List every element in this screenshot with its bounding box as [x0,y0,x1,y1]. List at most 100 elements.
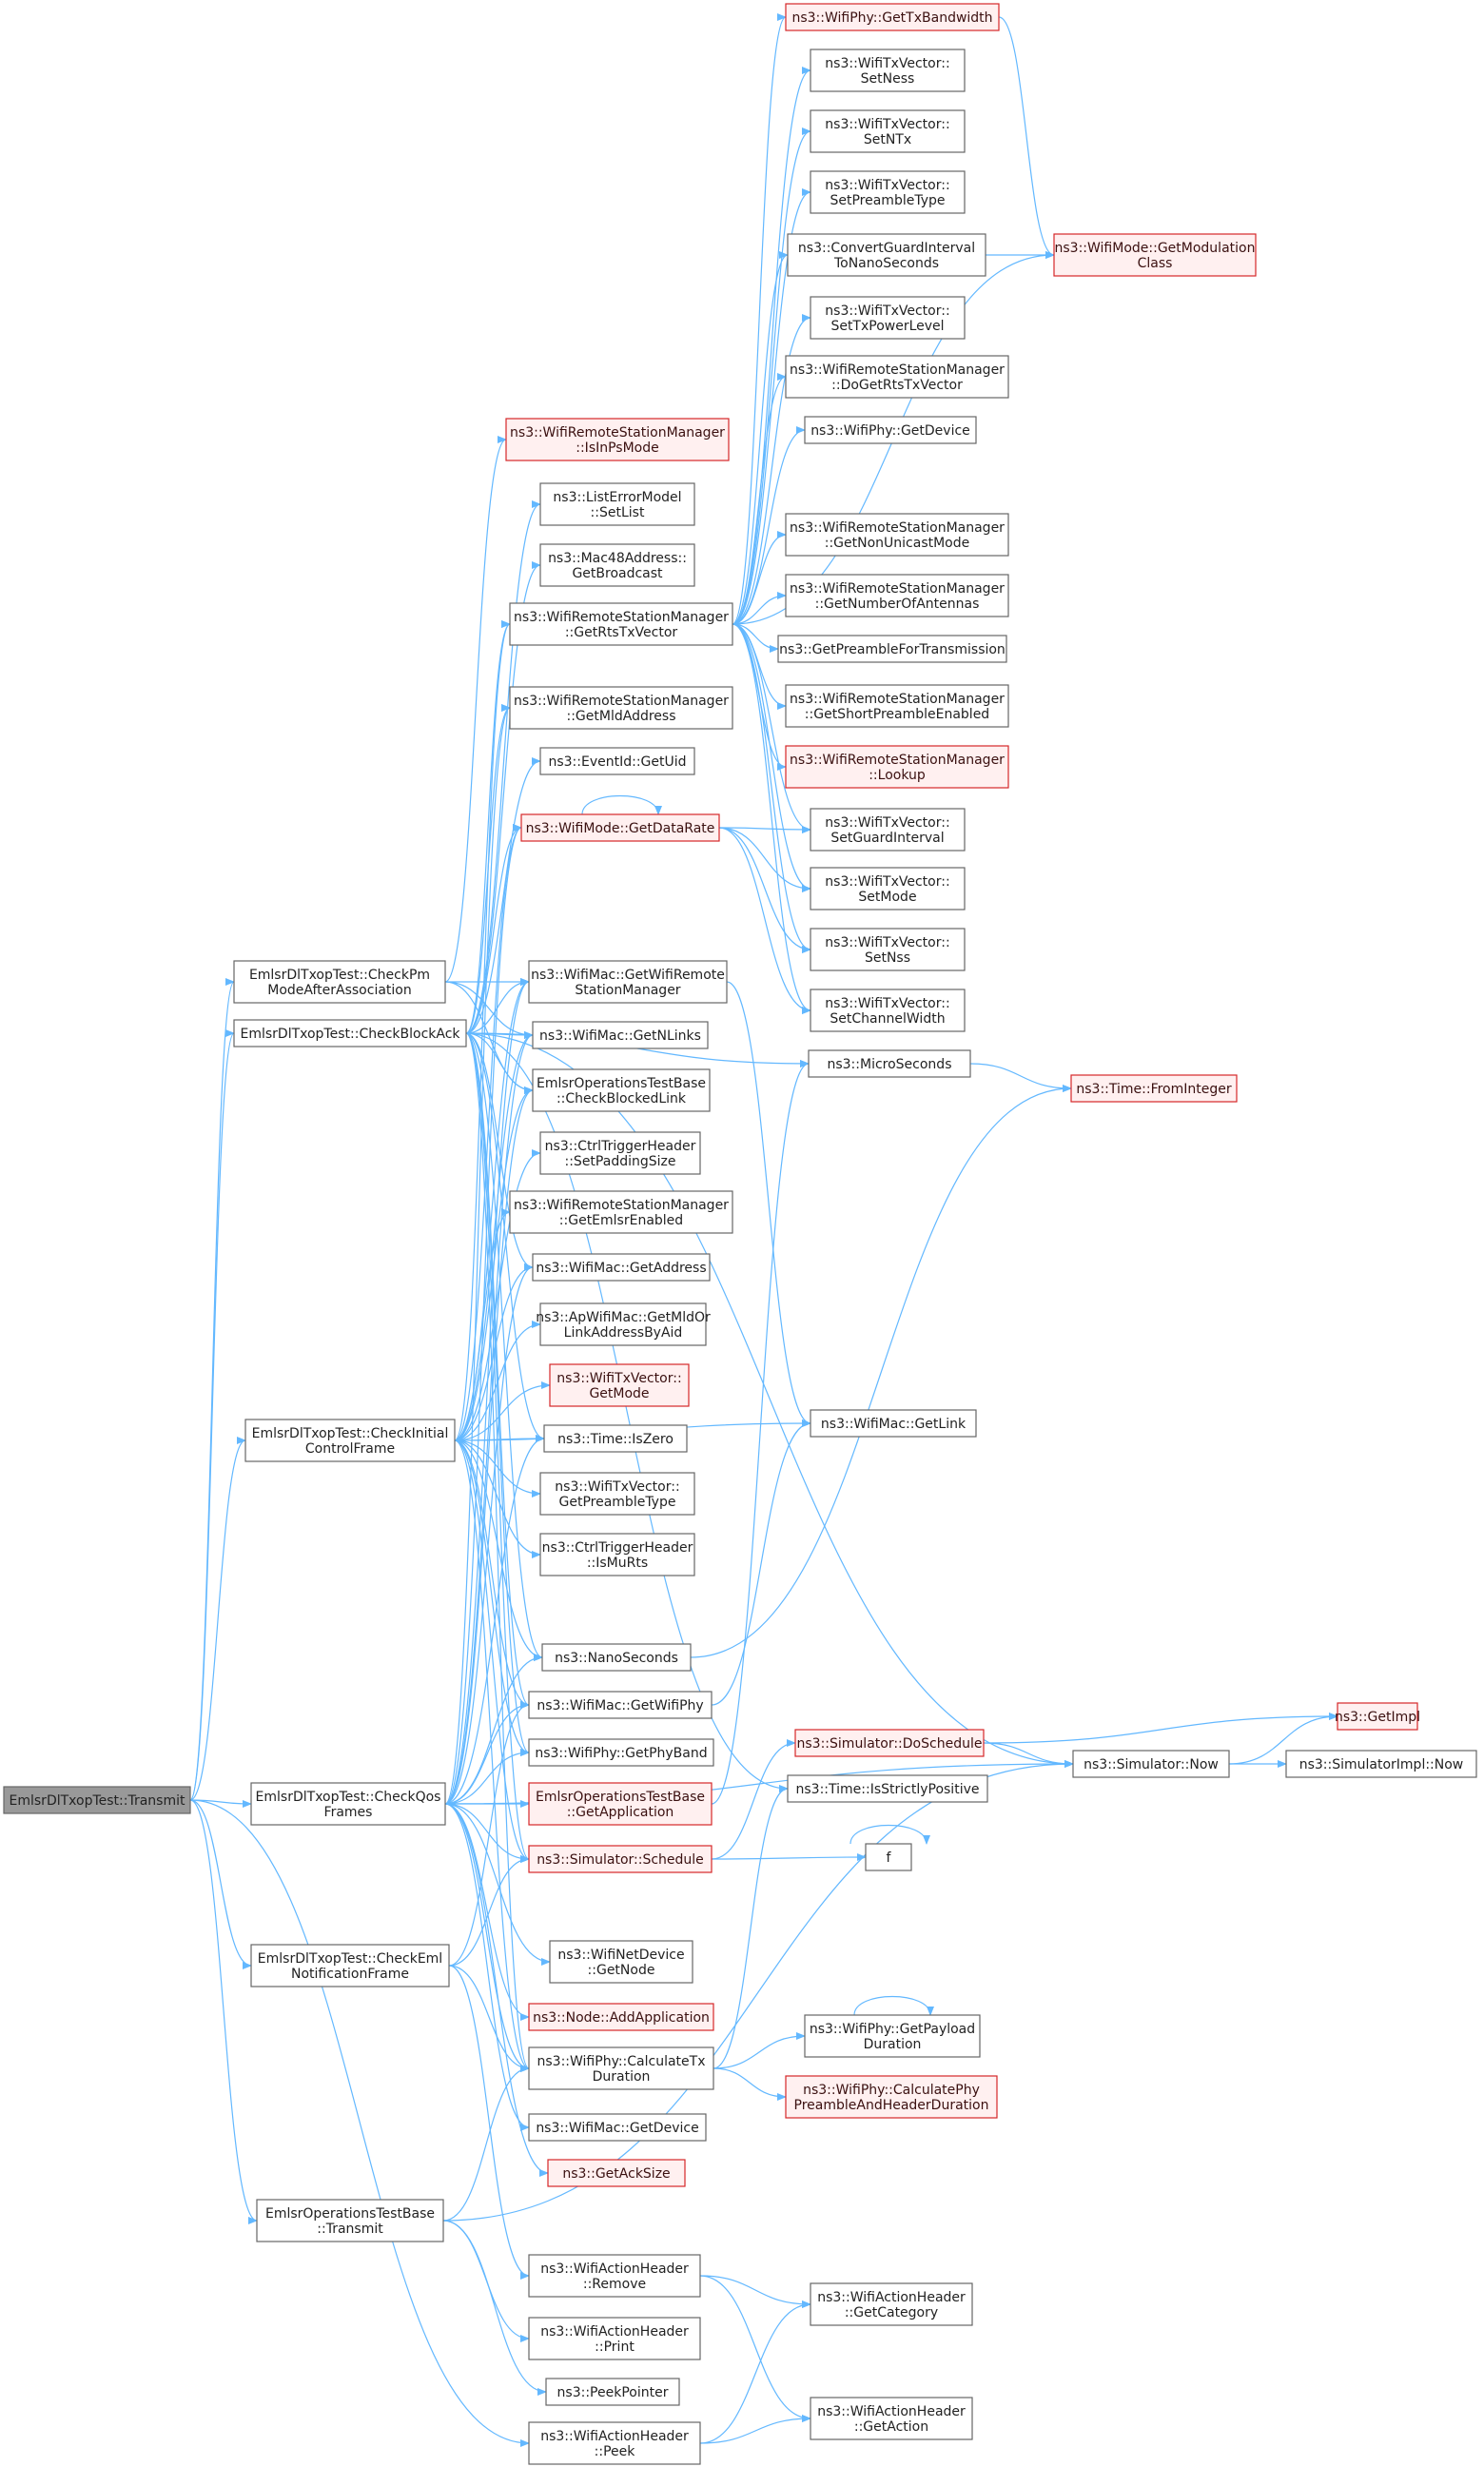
node-getApp[interactable]: EmlsrOperationsTestBase::GetApplication [528,1782,713,1826]
node-box [1337,1702,1418,1731]
node-label: ::GetMldAddress [567,709,676,724]
node-actPeek[interactable]: ns3::WifiActionHeader::Peek [528,2421,701,2465]
call-edge-checkQos-to-ackSize [444,1803,549,2177]
node-getMld[interactable]: ns3::WifiRemoteStationManager::GetMldAdd… [509,686,733,730]
node-label: ns3::Time::IsZero [557,1432,674,1447]
node-box [528,1691,713,1719]
node-nonUni[interactable]: ns3::WifiRemoteStationManager::GetNonUni… [785,513,1009,557]
node-numAnt[interactable]: ns3::WifiRemoteStationManager::GetNumber… [785,574,1009,617]
call-edge-root-to-actPeek [189,1799,530,2447]
node-checkInit[interactable]: EmlsrDlTxopTest::CheckInitialControlFram… [244,1419,456,1462]
node-preType[interactable]: ns3::WifiTxVector::GetPreambleType [539,1472,695,1516]
call-edge-checkBA-to-uid [465,757,541,1034]
node-getCat[interactable]: ns3::WifiActionHeader::GetCategory [810,2282,973,2326]
node-getNode[interactable]: ns3::WifiNetDevice::GetNode [549,1940,693,1984]
node-f[interactable]: f [865,1843,912,1871]
node-label: ::GetNode [588,1963,655,1978]
node-label: ns3::WifiTxVector:: [825,56,949,71]
node-getWRSM[interactable]: ns3::WifiMac::GetWifiRemoteStationManage… [528,960,728,1004]
call-edge-checkQos-to-macDev [444,1803,530,2131]
node-label: ns3::ListErrorModel [553,490,681,505]
node-label: ns3::WifiPhy::GetTxBandwidth [791,10,992,26]
node-setPow[interactable]: ns3::WifiTxVector::SetTxPowerLevel [810,296,966,340]
node-checkEml[interactable]: EmlsrDlTxopTest::CheckEmlNotificationFra… [250,1944,450,1987]
node-peekPtr[interactable]: ns3::PeekPointer [545,2378,680,2406]
node-now[interactable]: ns3::Simulator::Now [1072,1750,1230,1778]
node-isZero[interactable]: ns3::Time::IsZero [543,1424,688,1453]
node-box [810,808,966,852]
node-setMode[interactable]: ns3::WifiTxVector::SetMode [810,867,966,910]
node-micro[interactable]: ns3::MicroSeconds [808,1049,971,1078]
node-isInPs[interactable]: ns3::WifiRemoteStationManager::IsInPsMod… [505,418,730,461]
node-implNow[interactable]: ns3::SimulatorImpl::Now [1285,1750,1477,1778]
node-label: ToNanoSeconds [833,256,939,271]
node-actPrint[interactable]: ns3::WifiActionHeader::Print [528,2317,701,2360]
node-baseTx[interactable]: EmlsrOperationsTestBase::Transmit [256,2199,444,2242]
call-edge-getRts-to-nonUni [732,531,787,625]
call-edge-root-to-checkBA [189,1029,235,1801]
node-getLink[interactable]: ns3::WifiMac::GetLink [810,1409,977,1438]
node-fromInt[interactable]: ns3::Time::FromInteger [1070,1074,1238,1103]
node-emlsrEn[interactable]: ns3::WifiRemoteStationManager::GetEmlsrE… [509,1190,733,1234]
node-phyDev[interactable]: ns3::WifiPhy::GetDevice [804,416,977,444]
node-macDev[interactable]: ns3::WifiMac::GetDevice [528,2113,707,2142]
node-doRts[interactable]: ns3::WifiRemoteStationManager::DoGetRtsT… [785,355,1009,399]
node-txBw[interactable]: ns3::WifiPhy::GetTxBandwidth [785,3,1000,31]
node-getAct[interactable]: ns3::WifiActionHeader::GetAction [810,2397,973,2440]
node-phyPre[interactable]: ns3::WifiPhy::CalculatePhyPreambleAndHea… [785,2075,998,2119]
node-padding[interactable]: ns3::CtrlTriggerHeader::SetPaddingSize [539,1131,701,1175]
node-setList[interactable]: ns3::ListErrorModel::SetList [539,482,695,526]
node-uid[interactable]: ns3::EventId::GetUid [539,747,695,775]
node-ackSize[interactable]: ns3::GetAckSize [547,2159,686,2187]
node-bcast[interactable]: ns3::Mac48Address::GetBroadcast [539,543,695,587]
node-checkPm[interactable]: EmlsrDlTxopTest::CheckPmModeAfterAssocia… [233,960,446,1004]
call-edge-checkBA-to-getRts [465,620,511,1034]
node-label: ::Print [595,2340,635,2355]
node-box [810,2397,973,2440]
node-getAddr[interactable]: ns3::WifiMac::GetAddress [532,1253,711,1282]
node-isMuRts[interactable]: ns3::CtrlTriggerHeader::IsMuRts [539,1533,695,1576]
node-addApp[interactable]: ns3::Node::AddApplication [528,2003,714,2031]
node-setPre[interactable]: ns3::WifiTxVector::SetPreambleType [810,170,966,214]
node-label: Class [1138,256,1173,271]
node-setNTx[interactable]: ns3::WifiTxVector::SetNTx [810,109,966,153]
node-getRts[interactable]: ns3::WifiRemoteStationManager::GetRtsTxV… [509,602,733,646]
node-cbl[interactable]: EmlsrOperationsTestBase::CheckBlockedLin… [532,1068,711,1112]
node-label: ns3::Mac48Address:: [548,551,687,566]
node-phyBand[interactable]: ns3::WifiPhy::GetPhyBand [528,1738,714,1767]
node-box [549,1363,690,1407]
node-box [250,1782,446,1826]
node-preTx[interactable]: ns3::GetPreambleForTransmission [777,635,1007,663]
node-schedule[interactable]: ns3::Simulator::Schedule [528,1845,713,1873]
node-lookup[interactable]: ns3::WifiRemoteStationManager::Lookup [785,745,1009,789]
node-getMode[interactable]: ns3::WifiTxVector::GetMode [549,1363,690,1407]
call-edge-checkQos-to-getNode [444,1803,551,1966]
node-dataRate[interactable]: ns3::WifiMode::GetDataRate [520,813,720,842]
node-root[interactable]: EmlsrDlTxopTest::Transmit [3,1786,191,1814]
node-box [808,1049,971,1078]
node-getPhy[interactable]: ns3::WifiMac::GetWifiPhy [528,1691,713,1719]
node-shortPre[interactable]: ns3::WifiRemoteStationManager::GetShortP… [785,684,1009,728]
node-setGI[interactable]: ns3::WifiTxVector::SetGuardInterval [810,808,966,852]
node-doSched[interactable]: ns3::Simulator::DoSchedule [794,1729,985,1757]
node-label: Duration [593,2069,651,2085]
node-box [539,747,695,775]
node-setNess[interactable]: ns3::WifiTxVector::SetNess [810,49,966,92]
node-strictPos[interactable]: ns3::Time::IsStrictlyPositive [787,1774,988,1803]
node-checkBA[interactable]: EmlsrDlTxopTest::CheckBlockAck [233,1019,467,1047]
node-setNss[interactable]: ns3::WifiTxVector::SetNss [810,928,966,971]
node-nano[interactable]: ns3::NanoSeconds [541,1643,692,1672]
node-setCW[interactable]: ns3::WifiTxVector::SetChannelWidth [810,989,966,1032]
node-label: ::GetRtsTxVector [565,625,678,640]
node-nlinks[interactable]: ns3::WifiMac::GetNLinks [532,1021,709,1049]
node-actRemove[interactable]: ns3::WifiActionHeader::Remove [528,2254,701,2298]
call-edge-dataRate-to-setGI [718,825,811,833]
node-getImpl[interactable]: ns3::GetImpl [1335,1702,1420,1731]
call-edge-actPeek-to-getCat [699,2301,811,2444]
